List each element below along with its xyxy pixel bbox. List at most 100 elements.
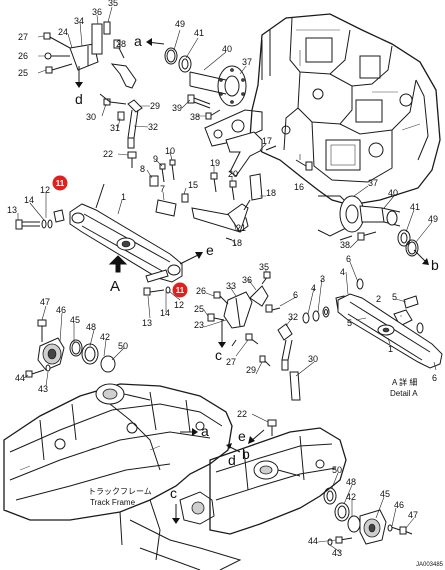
callout-44: 44 (15, 373, 25, 383)
callout-14: 14 (160, 308, 170, 318)
linkage-rod-32 (99, 93, 143, 149)
callout-40: 40 (222, 44, 232, 54)
callout-6: 6 (293, 290, 298, 300)
callout-30: 30 (86, 112, 96, 122)
track-frame-right-section (209, 427, 347, 535)
callout-10: 10 (165, 146, 175, 156)
callout-27: 27 (18, 32, 28, 42)
highlight-badge-11-lower: 11 (172, 282, 188, 298)
callout-4: 4 (340, 267, 345, 277)
callout-21: 21 (236, 223, 246, 233)
callout-38: 38 (190, 112, 200, 122)
callout-13: 13 (7, 205, 17, 215)
track-frame (3, 383, 242, 570)
callout-8: 8 (140, 164, 145, 174)
callout-49: 49 (428, 214, 438, 224)
callout-32: 32 (148, 122, 158, 132)
callout-29: 29 (150, 101, 160, 111)
callout-24: 24 (58, 27, 68, 37)
callout-47: 47 (40, 297, 50, 307)
callout-39: 39 (172, 103, 182, 113)
highlight-label-11: 11 (56, 179, 65, 188)
callout-26: 26 (196, 286, 206, 296)
callout-30: 30 (308, 354, 318, 364)
highlight-label-11: 11 (176, 286, 185, 295)
callout-42: 42 (346, 492, 356, 502)
pivot-shaft-flange-top (189, 65, 247, 107)
ref-letter-e: e (238, 428, 246, 444)
callout-49: 49 (175, 19, 185, 29)
callout-4: 4 (311, 283, 316, 293)
fasteners-left (15, 209, 65, 230)
leader-lines (17, 6, 437, 553)
pin-7 (155, 199, 177, 217)
callout-22: 22 (237, 409, 247, 419)
callout-41: 41 (410, 202, 420, 212)
link-arm-1 (69, 183, 183, 283)
callout-38: 38 (340, 240, 350, 250)
callout-41: 41 (194, 28, 204, 38)
linkage-17-18 (210, 131, 313, 201)
pivot-shaft-flange-right (317, 195, 419, 257)
callout-36: 36 (242, 275, 252, 285)
callout-13: 13 (142, 318, 152, 328)
ref-letter-c: c (215, 347, 222, 363)
callout-32: 32 (288, 312, 298, 322)
callout-40: 40 (388, 188, 398, 198)
callout-25: 25 (194, 304, 204, 314)
callout-20: 20 (228, 169, 238, 179)
callout-1: 1 (121, 192, 126, 202)
callout-17: 17 (262, 136, 272, 146)
callout-33: 33 (226, 281, 236, 291)
callout-48: 48 (346, 477, 356, 487)
callout-43: 43 (38, 384, 48, 394)
callout-12: 12 (40, 185, 50, 195)
ref-letter-d: d (75, 91, 83, 107)
roller-cover-assembly-right (323, 487, 413, 546)
callout-numbers: 35 36 34 27 24 28 26 25 49 41 40 37 29 3… (7, 0, 438, 558)
callout-31: 31 (110, 123, 120, 133)
seal-ring-top (164, 47, 192, 73)
lever-21 (181, 193, 251, 241)
roller-cover-assembly-left (25, 319, 116, 378)
callout-44: 44 (308, 536, 318, 546)
callout-1: 1 (388, 344, 393, 354)
lower-linkage-bracket (207, 271, 281, 347)
callout-18: 18 (266, 188, 276, 198)
pin-lower (143, 269, 171, 296)
callout-14: 14 (24, 195, 34, 205)
ref-letter-a: a (201, 423, 209, 439)
callout-35: 35 (108, 0, 118, 8)
callout-26: 26 (18, 51, 28, 61)
callout-37: 37 (242, 57, 252, 67)
callout-7: 7 (160, 184, 165, 194)
linkage-rod-lower (245, 323, 301, 401)
callout-34: 34 (74, 16, 84, 26)
callout-43: 43 (332, 548, 342, 558)
view-label-a: A (110, 278, 120, 295)
upper-linkage-bracket (43, 21, 137, 89)
callout-28: 28 (116, 39, 126, 49)
callout-42: 42 (100, 332, 110, 342)
callout-6: 6 (346, 254, 351, 264)
callout-3: 3 (320, 274, 325, 284)
bolt-22-top (127, 151, 137, 168)
detail-a-caption-en: Detail A (390, 389, 418, 398)
callout-6: 6 (432, 373, 437, 383)
ref-letter-b: b (242, 446, 250, 462)
callout-2: 2 (376, 294, 381, 304)
callout-50: 50 (332, 465, 342, 475)
callout-47: 47 (408, 510, 418, 520)
callout-45: 45 (380, 489, 390, 499)
callout-36: 36 (92, 7, 102, 17)
callout-9: 9 (153, 154, 158, 164)
parts-8-9-10 (149, 159, 176, 187)
track-frame-caption-jp: トラックフレーム (88, 487, 152, 496)
callout-35: 35 (259, 262, 269, 272)
callout-46: 46 (394, 500, 404, 510)
callout-18: 18 (232, 238, 242, 248)
callout-50: 50 (118, 341, 128, 351)
callout-29: 29 (246, 365, 256, 375)
